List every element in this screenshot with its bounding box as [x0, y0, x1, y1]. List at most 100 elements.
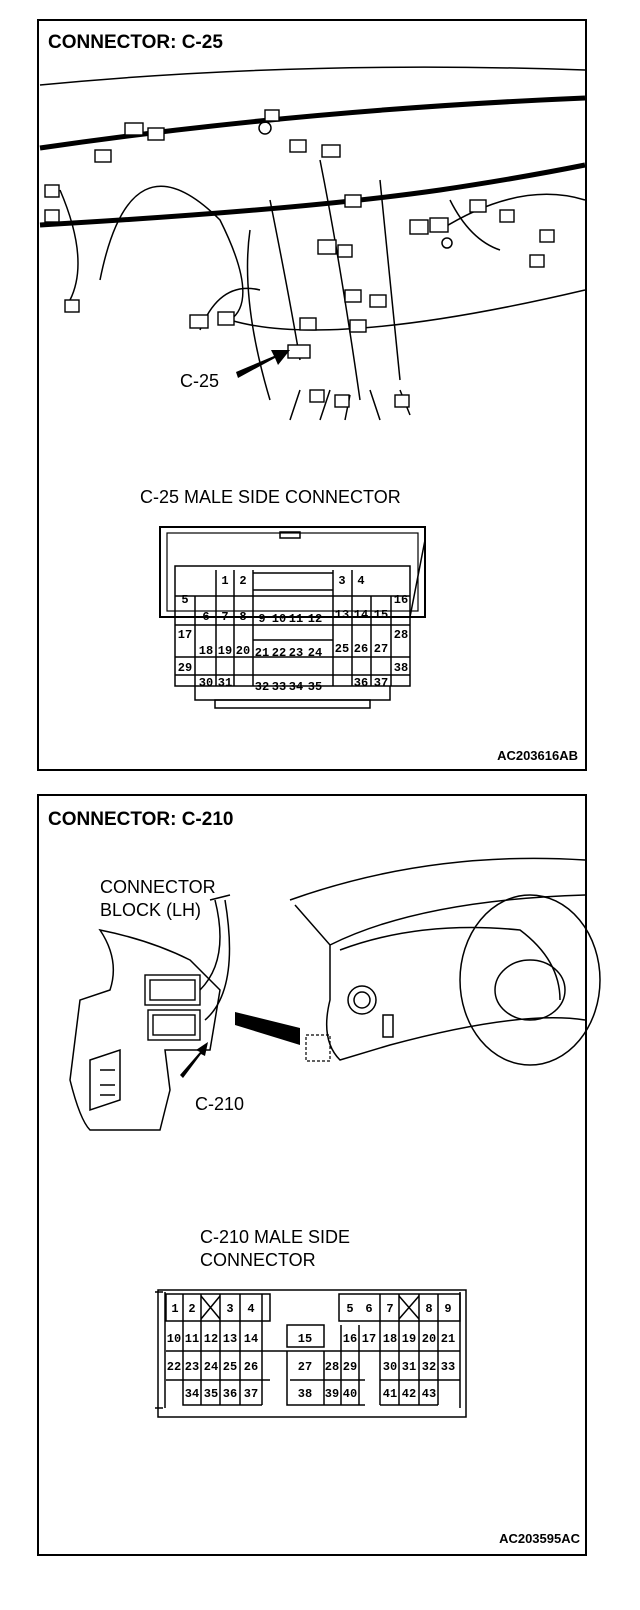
- c210-pin-5: 5: [346, 1302, 353, 1316]
- c25-pin-25: 25: [335, 642, 349, 656]
- c210-pin-38: 38: [298, 1387, 312, 1401]
- c25-connector-location: [287, 344, 311, 359]
- c25-pin-11: 11: [289, 612, 303, 626]
- connector-block-label-line1: CONNECTOR: [100, 877, 216, 897]
- c210-pin-4: 4: [247, 1302, 254, 1316]
- c210-pin-25: 25: [223, 1360, 237, 1374]
- c210-pin-23: 23: [185, 1360, 199, 1374]
- c210-pin-16: 16: [343, 1332, 357, 1346]
- c210-callout-arrow: [180, 1042, 208, 1078]
- c25-pin-29: 29: [178, 661, 192, 675]
- c210-pin-28: 28: [325, 1360, 339, 1374]
- c210-connector-title-line1: C-210 MALE SIDE: [200, 1227, 350, 1247]
- c210-pin-17: 17: [362, 1332, 376, 1346]
- c25-pin-19: 19: [218, 644, 232, 658]
- c210-pin-8: 8: [425, 1302, 432, 1316]
- c210-pin-9: 9: [444, 1302, 451, 1316]
- c210-pin-27: 27: [298, 1360, 312, 1374]
- c210-pin-37: 37: [244, 1387, 258, 1401]
- c210-pin-33: 33: [441, 1360, 455, 1374]
- c210-pin-36: 36: [223, 1387, 237, 1401]
- c25-pin-22: 22: [272, 646, 286, 660]
- c25-pin-35: 35: [308, 680, 322, 694]
- c210-pin-13: 13: [223, 1332, 237, 1346]
- c25-callout-arrow: [236, 350, 290, 378]
- c210-pin-24: 24: [204, 1360, 218, 1374]
- c25-pin-33: 33: [272, 680, 286, 694]
- c25-pin-37: 37: [374, 676, 388, 690]
- c25-pin-34: 34: [289, 680, 303, 694]
- c210-pin-29: 29: [343, 1360, 357, 1374]
- connector-block-illustration: [69, 894, 300, 1131]
- c210-pin-11: 11: [185, 1332, 199, 1346]
- c210-pin-2: 2: [188, 1302, 195, 1316]
- dashboard-illustration: [289, 857, 601, 1066]
- c25-pin-26: 26: [354, 642, 368, 656]
- c25-pin-32: 32: [255, 680, 269, 694]
- c210-pin-31: 31: [402, 1360, 416, 1374]
- c25-figure-code: AC203616AB: [497, 748, 578, 763]
- c25-pin-6: 6: [202, 610, 209, 624]
- c25-pin-17: 17: [178, 628, 192, 642]
- c25-pin-9: 9: [258, 612, 265, 626]
- c25-pin-10: 10: [272, 612, 286, 626]
- c210-pin-26: 26: [244, 1360, 258, 1374]
- dashboard-harness-illustration: [39, 66, 586, 421]
- c210-pin-30: 30: [383, 1360, 397, 1374]
- c210-figure-code: AC203595AC: [499, 1531, 581, 1546]
- c210-pin-40: 40: [343, 1387, 357, 1401]
- c210-pin-3: 3: [226, 1302, 233, 1316]
- c25-pin-18: 18: [199, 644, 213, 658]
- c210-pin-39: 39: [325, 1387, 339, 1401]
- c210-pin-19: 19: [402, 1332, 416, 1346]
- c25-callout-label: C-25: [180, 371, 219, 391]
- c210-pin-35: 35: [204, 1387, 218, 1401]
- c25-pin-2: 2: [239, 574, 246, 588]
- c25-pin-5: 5: [181, 593, 188, 607]
- c210-pin-21: 21: [441, 1332, 455, 1346]
- c25-pin-30: 30: [199, 676, 213, 690]
- c210-pin-34: 34: [185, 1387, 199, 1401]
- c210-pin-14: 14: [244, 1332, 258, 1346]
- c210-connector-title-line2: CONNECTOR: [200, 1250, 316, 1270]
- panel-c25-frame: [37, 19, 587, 771]
- c210-pin-20: 20: [422, 1332, 436, 1346]
- c25-pin-8: 8: [239, 610, 246, 624]
- panel-c210-frame: [37, 794, 587, 1556]
- c25-pin-23: 23: [289, 646, 303, 660]
- c25-pin-16: 16: [394, 593, 408, 607]
- c210-pin-12: 12: [204, 1332, 218, 1346]
- c25-pin-3: 3: [338, 574, 345, 588]
- c25-pin-12: 12: [308, 612, 322, 626]
- c25-pin-1: 1: [221, 574, 228, 588]
- panel-c25-title: CONNECTOR: C-25: [48, 32, 223, 53]
- c210-pin-42: 42: [402, 1387, 416, 1401]
- c210-pin-10: 10: [167, 1332, 181, 1346]
- c25-pin-24: 24: [308, 646, 322, 660]
- c210-pin-41: 41: [383, 1387, 397, 1401]
- c210-pin-18: 18: [383, 1332, 397, 1346]
- c25-pin-27: 27: [374, 642, 388, 656]
- c210-pin-22: 22: [167, 1360, 181, 1374]
- c210-pin-32: 32: [422, 1360, 436, 1374]
- c25-pin-13: 13: [335, 608, 349, 622]
- c210-connector-location: [152, 1014, 196, 1036]
- panel-c210-title: CONNECTOR: C-210: [48, 809, 233, 830]
- c25-pin-28: 28: [394, 628, 408, 642]
- c25-pin-4: 4: [357, 574, 364, 588]
- c25-pin-31: 31: [218, 676, 232, 690]
- connector-block-label-line2: BLOCK (LH): [100, 900, 201, 920]
- c25-pin-38: 38: [394, 661, 408, 675]
- c25-pin-36: 36: [354, 676, 368, 690]
- c25-connector-title: C-25 MALE SIDE CONNECTOR: [140, 487, 401, 507]
- c210-pin-7: 7: [386, 1302, 393, 1316]
- c25-pin-7: 7: [221, 610, 228, 624]
- c25-pin-14: 14: [354, 608, 368, 622]
- c210-pin-1: 1: [171, 1302, 178, 1316]
- c25-pin-15: 15: [374, 608, 388, 622]
- c210-pin-43: 43: [422, 1387, 436, 1401]
- c210-pin-6: 6: [365, 1302, 372, 1316]
